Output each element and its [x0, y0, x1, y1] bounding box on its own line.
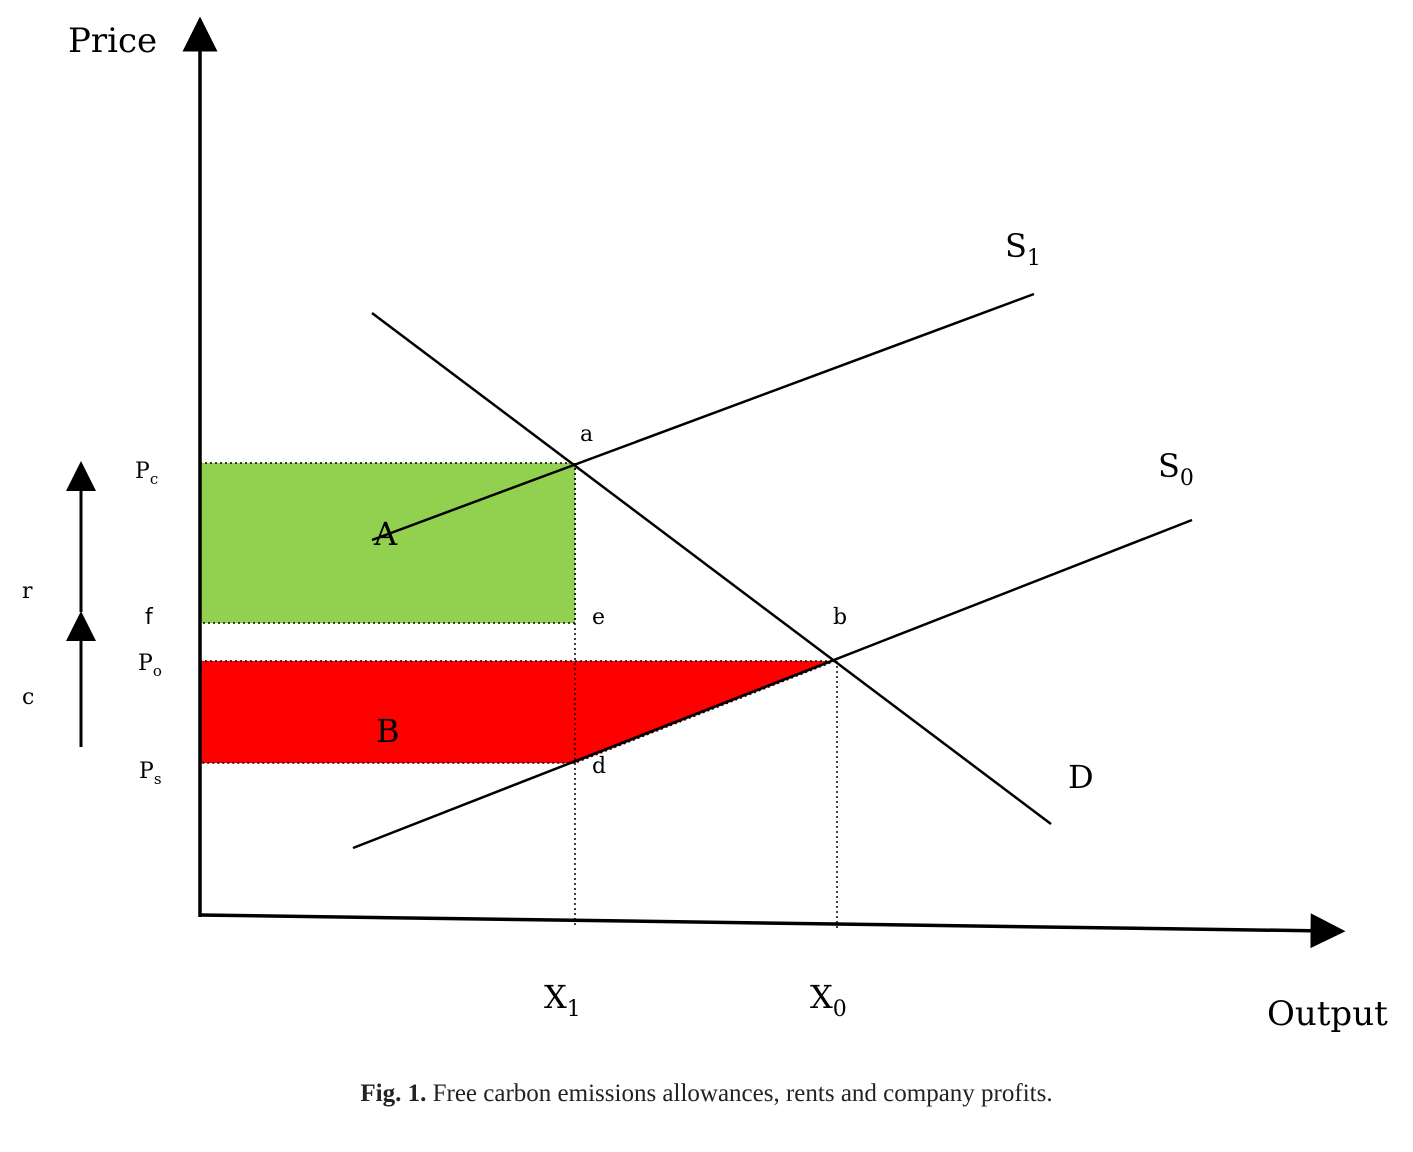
- x1-label: X1: [544, 978, 581, 1022]
- demand-curve: [371, 312, 1052, 825]
- supply-curve-s1: [371, 292, 1035, 542]
- figure-caption: Fig. 1. Free carbon emissions allowances…: [0, 1080, 1413, 1108]
- ps-label: Ps: [139, 759, 162, 788]
- pc-label: Pc: [135, 459, 158, 488]
- y-axis-title: Price: [68, 21, 157, 61]
- figure-number: Fig. 1.: [360, 1080, 427, 1107]
- s1-label: S1: [1005, 227, 1041, 271]
- area-b-label: B: [376, 712, 400, 750]
- po-label: Po: [138, 651, 162, 680]
- point-d-label: d: [592, 754, 606, 779]
- area-b-fill: [199, 660, 836, 764]
- point-b-label: b: [833, 605, 847, 630]
- s0-label: S0: [1158, 447, 1194, 491]
- x0-label: X0: [810, 978, 847, 1022]
- point-a-label: a: [580, 422, 593, 447]
- area-a-fill: [199, 462, 576, 624]
- point-e-label: e: [592, 605, 605, 630]
- c-label: c: [22, 685, 34, 710]
- x-axis: [199, 913, 1346, 949]
- supply-curve-s0: [352, 518, 1193, 850]
- d-label: D: [1068, 758, 1094, 796]
- f-label: f: [145, 605, 154, 630]
- r-label: r: [22, 579, 33, 604]
- supply-demand-diagram: Price Output S1 S0 D a b e d Pc f Po Ps …: [22, 16, 1388, 1034]
- area-a-label: A: [373, 515, 398, 553]
- figure-caption-text: Free carbon emissions allowances, rents …: [426, 1080, 1053, 1107]
- x-axis-title: Output: [1267, 994, 1388, 1034]
